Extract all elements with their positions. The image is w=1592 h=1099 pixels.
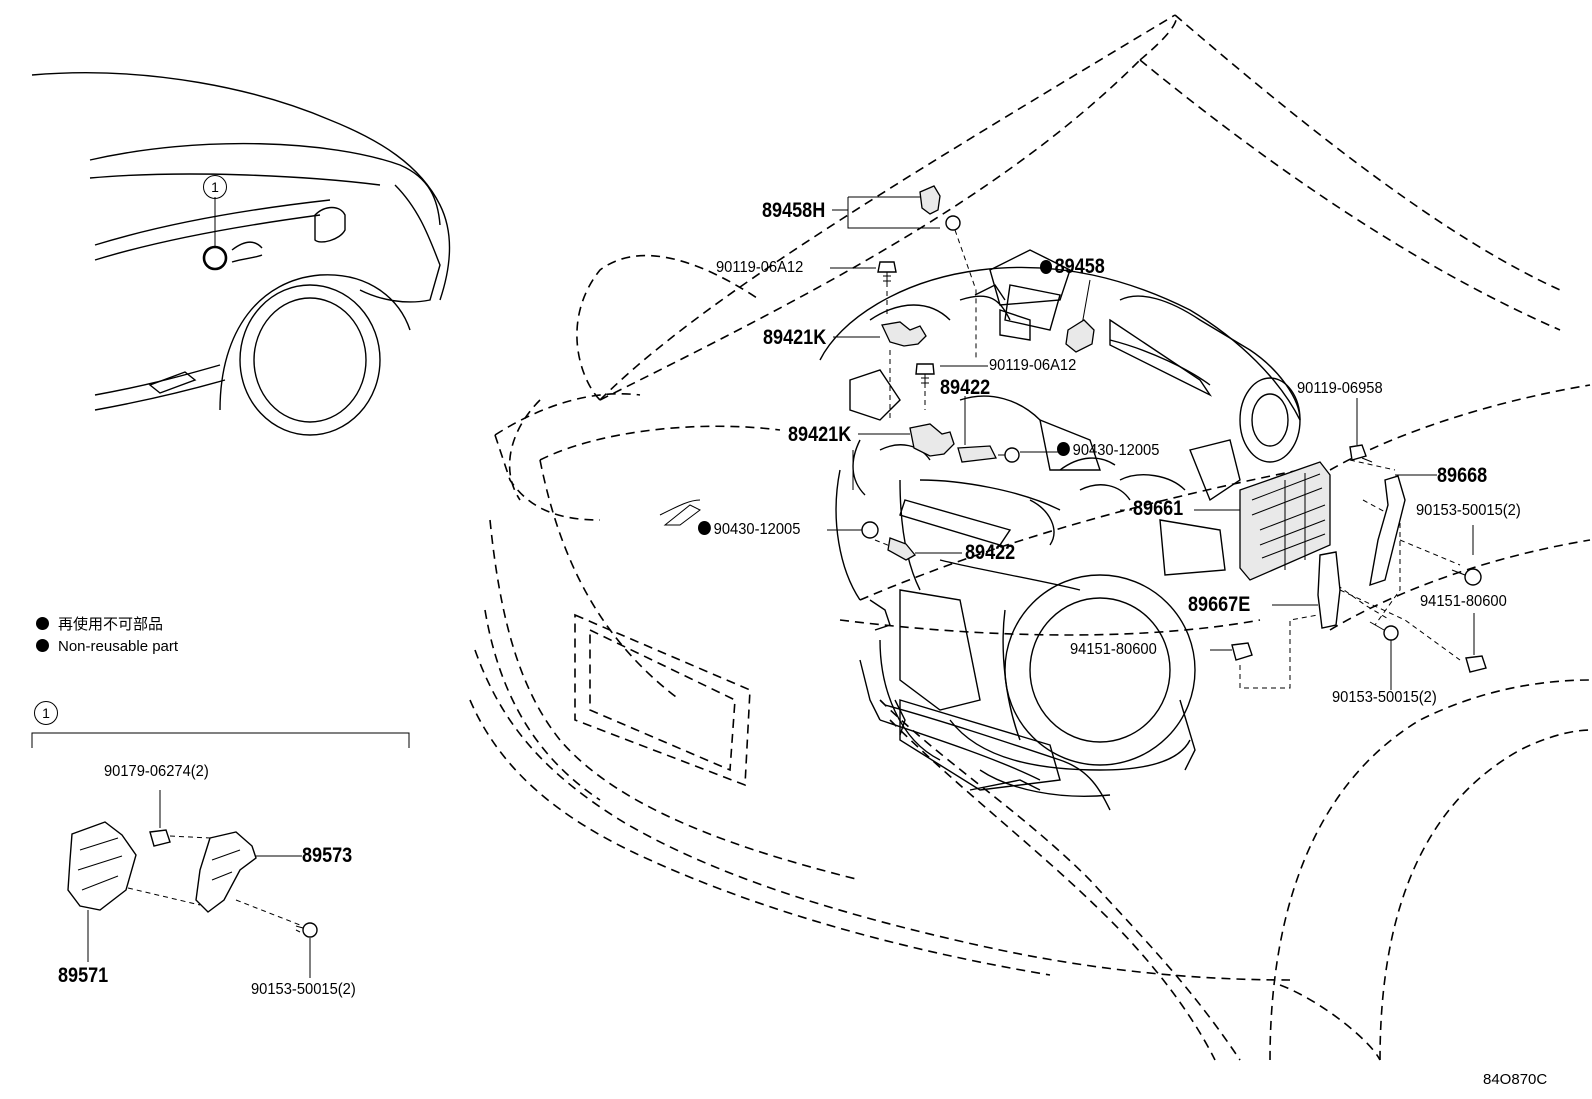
label-90119-06A12-mid[interactable]: 90119-06A12 bbox=[989, 357, 1077, 374]
non-reusable-dot-icon bbox=[1057, 442, 1070, 456]
label-90119-06A12-top[interactable]: 90119-06A12 bbox=[716, 259, 804, 276]
label-89668[interactable]: 89668 bbox=[1437, 464, 1488, 487]
label-94151-80600-left[interactable]: 94151-80600 bbox=[1070, 641, 1157, 658]
callout-1-inset: 1 bbox=[203, 175, 227, 199]
label-89422-bottom[interactable]: 89422 bbox=[965, 541, 1016, 564]
engine-assembly bbox=[819, 249, 1301, 811]
label-89667E[interactable]: 89667E bbox=[1188, 593, 1251, 616]
label-90119-06958[interactable]: 90119-06958 bbox=[1297, 380, 1383, 397]
label-89458H[interactable]: 89458H bbox=[762, 199, 826, 222]
label-90430-12005-right[interactable]: 90430-12005 bbox=[1057, 442, 1159, 459]
leader-lines bbox=[827, 196, 1475, 690]
label-89421K-top[interactable]: 89421K bbox=[763, 326, 827, 349]
front-car-body bbox=[469, 14, 1591, 1061]
label-89661[interactable]: 89661 bbox=[1133, 497, 1184, 520]
non-reusable-dot-icon bbox=[1040, 260, 1053, 274]
legend-jp: 再使用不可部品 bbox=[36, 613, 163, 634]
label-89421K-mid[interactable]: 89421K bbox=[788, 423, 852, 446]
label-90153-50015-detail[interactable]: 90153-50015(2) bbox=[251, 981, 356, 998]
parts bbox=[861, 185, 1487, 673]
label-89573[interactable]: 89573 bbox=[302, 844, 353, 867]
non-reusable-dot-icon bbox=[36, 617, 49, 630]
label-89422-top[interactable]: 89422 bbox=[940, 376, 991, 399]
non-reusable-dot-icon bbox=[36, 639, 49, 652]
label-90153-50015-bottom[interactable]: 90153-50015(2) bbox=[1332, 689, 1437, 706]
detail-inset bbox=[31, 732, 410, 978]
rear-car-inset bbox=[31, 72, 451, 436]
legend-en: Non-reusable part bbox=[36, 638, 178, 655]
label-89458[interactable]: 89458 bbox=[1040, 256, 1105, 277]
diagram-id: 84O870C bbox=[1483, 1071, 1548, 1088]
label-94151-80600-right[interactable]: 94151-80600 bbox=[1420, 593, 1507, 610]
callout-1-detail: 1 bbox=[34, 701, 58, 725]
label-90430-12005-left[interactable]: 90430-12005 bbox=[698, 521, 800, 538]
label-89571[interactable]: 89571 bbox=[58, 964, 109, 987]
non-reusable-dot-icon bbox=[698, 521, 711, 535]
label-90179-06274[interactable]: 90179-06274(2) bbox=[104, 763, 209, 780]
label-90153-50015-right[interactable]: 90153-50015(2) bbox=[1416, 502, 1521, 519]
